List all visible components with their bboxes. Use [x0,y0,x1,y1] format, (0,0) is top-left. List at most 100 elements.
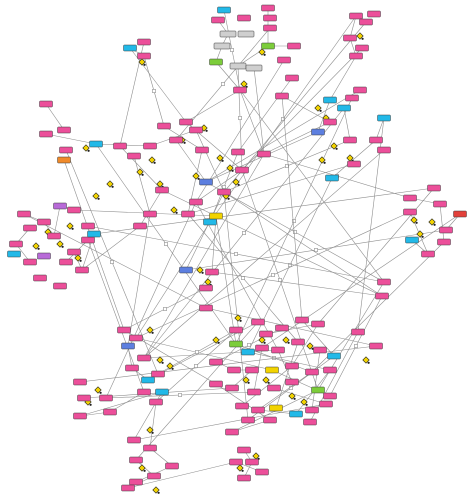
entity-node[interactable] [151,370,165,378]
entity-node[interactable] [75,266,89,274]
entity-node[interactable] [277,56,291,64]
entity-node[interactable] [285,74,299,82]
entity-node[interactable] [81,236,95,244]
entity-node[interactable] [241,416,255,424]
entity-node[interactable] [89,140,103,148]
entity-node[interactable] [265,366,279,374]
entity-node[interactable] [129,334,143,342]
entity-node[interactable] [157,122,171,130]
entity-node[interactable] [305,368,319,376]
entity-node[interactable] [137,38,151,46]
entity-node[interactable] [291,338,305,346]
entity-node[interactable] [203,218,217,226]
entity-node[interactable] [189,126,203,134]
entity-node[interactable] [351,328,365,336]
entity-node[interactable] [349,12,363,20]
entity-node[interactable] [403,208,417,216]
entity-node[interactable] [235,402,249,410]
entity-node[interactable] [133,222,147,230]
entity-node[interactable] [375,292,389,300]
entity-node[interactable] [217,6,231,14]
entity-node[interactable] [251,318,265,326]
entity-node[interactable] [225,428,239,436]
entity-node[interactable] [233,86,247,94]
entity-node[interactable] [225,384,239,392]
entity-node[interactable] [257,150,271,158]
entity-node[interactable] [289,410,303,418]
entity-node[interactable] [179,266,193,274]
entity-node[interactable] [343,136,357,144]
entity-node[interactable] [327,352,341,360]
entity-node[interactable] [303,418,317,426]
entity-node[interactable] [377,278,391,286]
entity-node[interactable] [209,380,223,388]
entity-node[interactable] [235,166,249,174]
entity-node[interactable] [347,160,361,168]
entity-node[interactable] [77,394,91,402]
entity-node[interactable] [263,416,277,424]
entity-node[interactable] [179,118,193,126]
entity-node[interactable] [137,354,151,362]
entity-node[interactable] [57,126,71,134]
entity-node[interactable] [229,340,243,348]
entity-node[interactable] [39,100,53,108]
entity-node[interactable] [103,408,117,416]
entity-node[interactable] [73,378,87,386]
entity-node[interactable] [343,34,357,42]
entity-node[interactable] [355,44,369,52]
entity-node[interactable] [217,188,231,196]
entity-node[interactable] [141,376,155,384]
entity-node[interactable] [285,362,299,370]
entity-node[interactable] [369,136,383,144]
entity-node[interactable] [121,342,135,350]
entity-node[interactable] [53,282,67,290]
entity-node[interactable] [405,236,419,244]
entity-node[interactable] [323,366,337,374]
entity-node[interactable] [311,320,325,328]
entity-node[interactable] [319,400,333,408]
entity-node[interactable] [271,346,285,354]
entity-node[interactable] [287,42,301,50]
entity-node[interactable] [453,210,467,218]
entity-node[interactable] [147,472,161,480]
entity-node[interactable] [67,206,81,214]
entity-node[interactable] [121,484,135,492]
entity-node[interactable] [73,412,87,420]
entity-node[interactable] [237,446,251,454]
entity-node[interactable] [367,10,381,18]
entity-node[interactable] [359,18,373,26]
entity-node[interactable] [353,86,367,94]
entity-node[interactable] [261,4,275,12]
entity-node[interactable] [323,118,337,126]
entity-node[interactable] [263,14,277,22]
entity-node[interactable] [199,178,213,186]
entity-node[interactable] [195,146,209,154]
entity-node[interactable] [59,146,73,154]
entity-node[interactable] [377,146,391,154]
entity-node[interactable] [275,92,289,100]
entity-node[interactable] [437,238,451,246]
entity-node[interactable] [349,52,363,60]
entity-node[interactable] [81,222,95,230]
entity-node[interactable] [199,284,213,292]
entity-node[interactable] [53,202,67,210]
entity-node[interactable] [241,348,255,356]
entity-node[interactable] [17,210,31,218]
entity-node[interactable] [269,404,283,412]
entity-node[interactable] [189,198,203,206]
entity-node[interactable] [313,346,327,354]
entity-node[interactable] [165,462,179,470]
entity-node[interactable] [37,218,51,226]
entity-node[interactable] [237,14,251,22]
entity-node[interactable] [255,468,269,476]
entity-node[interactable] [143,142,157,150]
entity-node[interactable] [39,130,53,138]
entity-node[interactable] [285,378,299,386]
entity-node[interactable] [129,456,143,464]
entity-node[interactable] [245,458,259,466]
entity-node[interactable] [369,342,383,350]
entity-node[interactable] [143,444,157,452]
entity-node[interactable] [311,128,325,136]
entity-node[interactable] [421,250,435,258]
entity-node[interactable] [209,358,223,366]
